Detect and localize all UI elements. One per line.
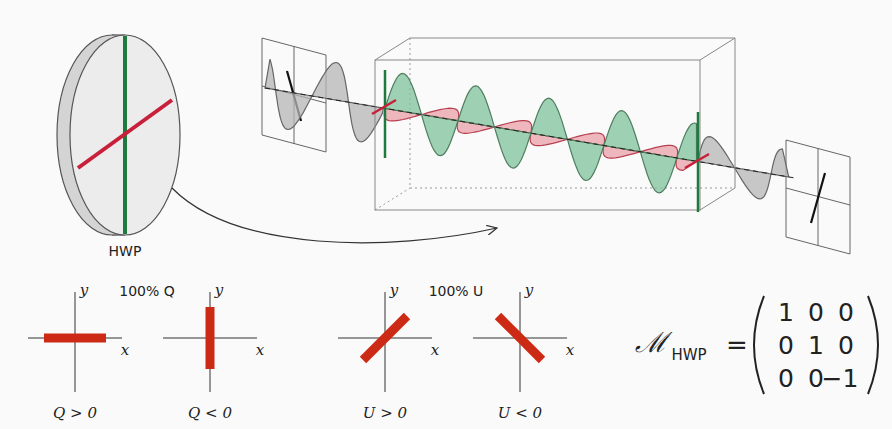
plate-label: HWP — [109, 244, 142, 258]
matrix-entry: 1 — [778, 300, 794, 325]
matrix-subscript: HWP — [671, 348, 706, 363]
beam-axis — [265, 88, 795, 178]
percent-label: 100% U — [429, 284, 484, 298]
axis-name: x — [121, 343, 129, 358]
axis-name: y — [525, 283, 533, 298]
matrix-entry: 0 — [778, 333, 794, 358]
matrix-brackets — [754, 296, 878, 394]
matrix-entry: 1 — [808, 333, 824, 358]
sign-label: Q > 0 — [53, 406, 97, 421]
crystal-box — [375, 38, 735, 210]
polarization-bars — [44, 307, 542, 369]
polarization-axes — [28, 292, 567, 392]
matrix-entry: 0 — [808, 300, 824, 325]
matrix-entry: 0 — [838, 333, 854, 358]
percent-label: 100% Q — [119, 284, 175, 298]
axis-name: y — [215, 283, 223, 298]
matrix-entry: 0 — [838, 300, 854, 325]
matrix-symbol: ℳ — [635, 329, 667, 357]
slow-axis-wave — [385, 73, 697, 192]
light-waves — [265, 59, 795, 199]
sign-label: U > 0 — [363, 406, 407, 421]
half-wave-plate — [57, 35, 180, 235]
axis-name: y — [80, 283, 88, 298]
sign-label: Q < 0 — [188, 406, 232, 421]
matrix-entry: −1 — [822, 366, 859, 391]
output-polarization-frame — [786, 140, 850, 254]
sign-label: U < 0 — [498, 406, 542, 421]
curved-arrow — [172, 188, 497, 243]
axis-name: x — [256, 343, 264, 358]
axis-name: x — [566, 343, 574, 358]
matrix-entry: 0 — [778, 366, 794, 391]
matrix-entry: 0 — [808, 366, 824, 391]
axis-markers — [372, 70, 709, 212]
crystal-box-back — [375, 38, 735, 210]
axis-name: x — [431, 343, 439, 358]
equals-sign: = — [726, 332, 748, 358]
axis-name: y — [390, 283, 398, 298]
output-wave — [698, 137, 789, 199]
input-wave — [265, 59, 383, 142]
